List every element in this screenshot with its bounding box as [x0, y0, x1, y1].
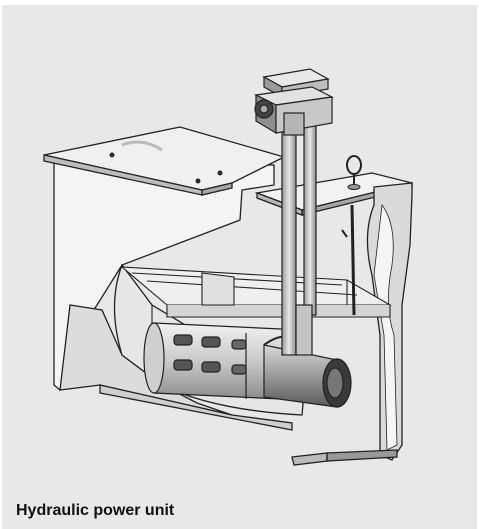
suction-strainer	[120, 266, 393, 341]
figure-caption: Hydraulic power unit	[16, 502, 175, 519]
tank-lid	[43, 126, 286, 196]
valve-block	[254, 68, 334, 136]
vertical-column	[281, 122, 356, 356]
hydraulic-pump	[263, 335, 352, 408]
figure-panel: Hydraulic power unit	[2, 5, 477, 529]
lifting-eye	[346, 155, 362, 190]
hydraulic-power-unit-illustration	[43, 68, 413, 466]
